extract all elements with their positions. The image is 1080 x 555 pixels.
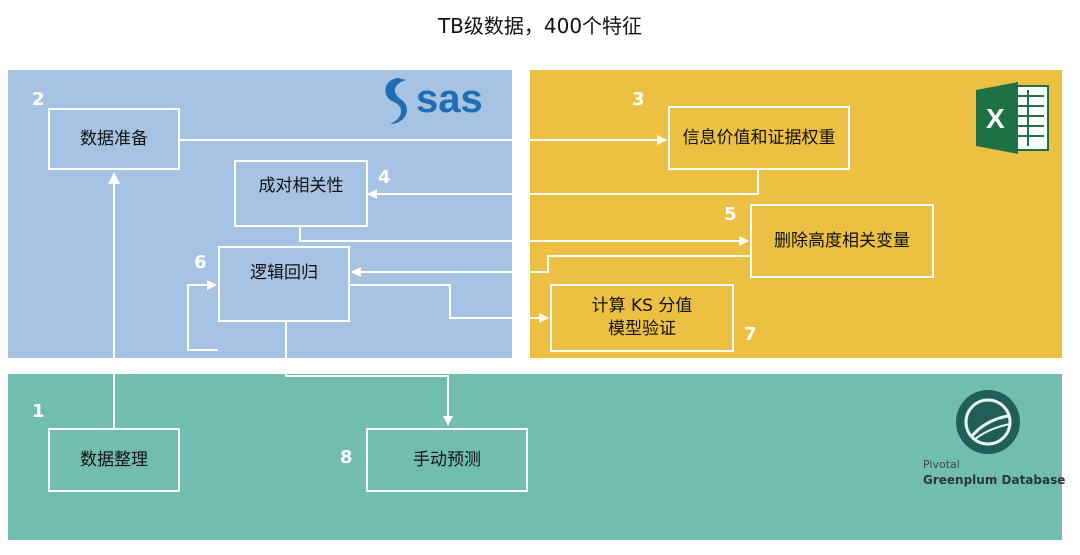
excel-letter: X (986, 103, 1005, 134)
step-7-number: 7 (744, 324, 757, 345)
sas-swirl-icon (385, 78, 407, 124)
step-5-number: 5 (724, 204, 737, 225)
step-8-number: 8 (340, 447, 353, 468)
step-1-label: 数据整理 (80, 449, 148, 470)
sas-logo: sas (376, 74, 502, 132)
greenplum-panel (8, 374, 1062, 540)
step-5-label: 删除高度相关变量 (774, 230, 910, 251)
step-1-box: 数据整理 (48, 428, 180, 492)
arrow-loop-6 (187, 280, 218, 351)
step-6-label: 逻辑回归 (250, 262, 318, 283)
step-8-box: 手动预测 (366, 428, 528, 492)
step-6-number: 6 (194, 252, 207, 273)
step-5-box: 删除高度相关变量 (750, 204, 934, 278)
step-6-box: 逻辑回归 (218, 246, 350, 322)
arrow-6-to-7 (350, 284, 549, 323)
step-3-number: 3 (632, 89, 645, 110)
page-title: TB级数据，400个特征 (437, 14, 643, 38)
step-2-number: 2 (32, 89, 45, 110)
greenplum-brand-line2: Greenplum Database (923, 473, 1066, 487)
step-1-number: 1 (32, 401, 45, 422)
step-8-label: 手动预测 (413, 449, 481, 470)
step-7-label: 计算 KS 分值 模型验证 (591, 296, 693, 339)
arrow-6-to-8 (285, 322, 453, 426)
step-2-label: 数据准备 (80, 128, 148, 149)
step-3-label: 信息价值和证据权重 (682, 127, 836, 148)
arrow-3-to-4 (367, 170, 759, 199)
step-2-box: 数据准备 (48, 108, 180, 170)
step-4-box: 成对相关性 (234, 160, 368, 227)
arrow-1-to-2-head (108, 172, 120, 184)
excel-logo: X (974, 80, 1054, 160)
sas-wordmark: sas (416, 77, 483, 121)
arrow-5-to-6 (351, 255, 750, 277)
step-4-label: 成对相关性 (258, 176, 344, 197)
step-3-box: 信息价值和证据权重 (668, 106, 850, 170)
greenplum-logo (948, 388, 1030, 462)
greenplum-brand-line1: Pivotal (923, 458, 960, 471)
arrow-4-to-5 (299, 227, 749, 246)
step-7-box: 计算 KS 分值 模型验证 (550, 284, 734, 352)
step-4-number: 4 (378, 167, 391, 188)
